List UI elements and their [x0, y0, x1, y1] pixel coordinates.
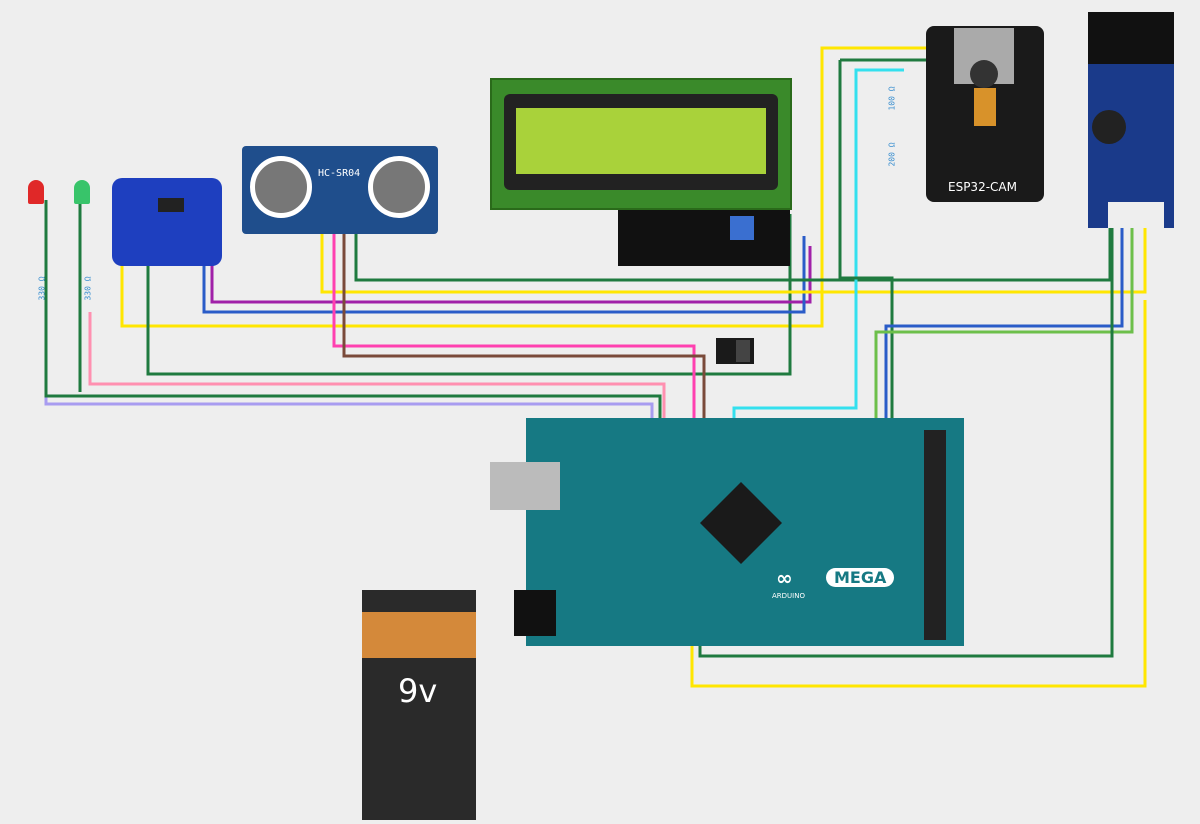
- arduino-mega[interactable]: ∞ MEGA ARDUINO: [490, 418, 964, 646]
- wire-brown[interactable]: [342, 234, 706, 430]
- i2c-backpack: [618, 210, 790, 266]
- wire-blue[interactable]: [202, 236, 806, 314]
- led-green[interactable]: [74, 180, 94, 204]
- pin-header-right: [924, 430, 946, 640]
- esp32-cam[interactable]: ESP32-CAM: [926, 26, 1044, 202]
- slide-switch[interactable]: [716, 338, 754, 364]
- lcd-bezel: [504, 94, 778, 190]
- resistor-1-label: 330 Ω: [37, 276, 47, 301]
- wire-lavender[interactable]: [44, 310, 654, 430]
- i2c-potentiometer[interactable]: [730, 216, 754, 240]
- camera-ribbon: [974, 88, 996, 126]
- led-red-dome: [28, 180, 44, 204]
- resistor-2-label: 330 Ω: [83, 276, 93, 301]
- led-green-dome: [74, 180, 90, 204]
- camera-lens-icon: [970, 60, 998, 88]
- fingerprint-connector: [1108, 202, 1164, 228]
- battery-9v[interactable]: 9v: [362, 590, 476, 820]
- battery-cap: [362, 612, 476, 658]
- fingerprint-window: [1088, 12, 1174, 64]
- lcd-display[interactable]: [490, 78, 792, 210]
- ultrasonic-label: HC-SR04: [318, 168, 361, 179]
- buzzer-icon: [1092, 110, 1126, 144]
- wire-purple[interactable]: [210, 246, 812, 304]
- wire-green[interactable]: [838, 58, 934, 430]
- wire-yellow[interactable]: [120, 46, 930, 328]
- resistor-4-label: 200 Ω: [887, 142, 897, 167]
- wire-yellow[interactable]: [690, 300, 1147, 688]
- resistor-3-label: 100 Ω: [887, 86, 897, 111]
- usb-port: [490, 462, 560, 510]
- wire-yellow[interactable]: [320, 228, 1147, 294]
- left-transducer: [250, 156, 312, 218]
- lcd-screen: [516, 108, 766, 174]
- wire-olive[interactable]: [874, 228, 1134, 430]
- ultrasonic-sensor[interactable]: HC-SR04: [242, 146, 438, 234]
- imu-module[interactable]: [112, 178, 222, 266]
- wire-blue[interactable]: [884, 228, 1124, 430]
- arduino-brand: ARDUINO: [772, 592, 805, 600]
- fingerprint-sensor[interactable]: [1088, 12, 1174, 228]
- battery-label: 9v: [398, 672, 438, 710]
- imu-chip: [158, 198, 184, 212]
- switch-knob[interactable]: [736, 340, 750, 362]
- led-red[interactable]: [28, 180, 48, 204]
- wire-lightpink[interactable]: [88, 312, 666, 430]
- dc-jack: [514, 590, 556, 636]
- arduino-logo: ∞: [776, 566, 793, 590]
- wire-cyan[interactable]: [732, 68, 904, 430]
- wire-green[interactable]: [146, 214, 792, 376]
- wire-green[interactable]: [354, 228, 1112, 282]
- right-transducer: [368, 156, 430, 218]
- esp32-label: ESP32-CAM: [948, 180, 1017, 194]
- wire-pink[interactable]: [332, 234, 696, 430]
- mcu-chip: [699, 481, 783, 565]
- wire-green[interactable]: [44, 200, 662, 430]
- arduino-model: MEGA: [826, 568, 895, 587]
